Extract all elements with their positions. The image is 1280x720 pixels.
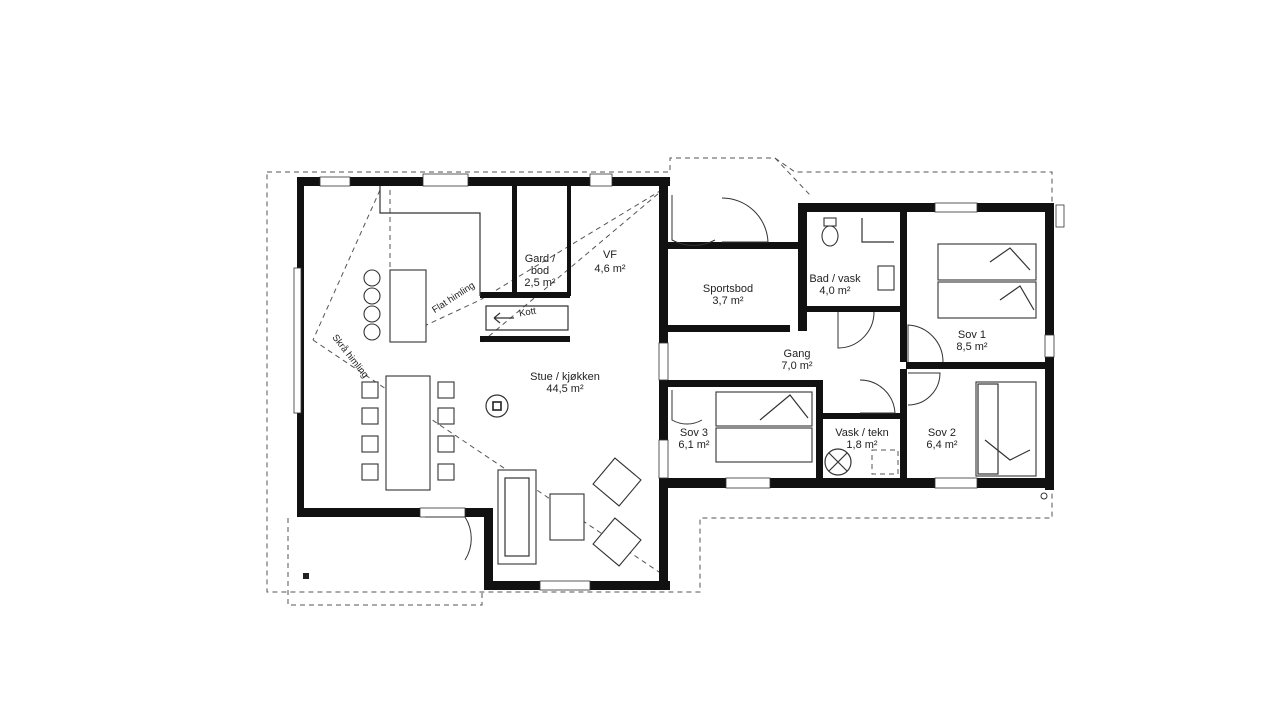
corner-marker xyxy=(303,573,309,579)
room-name-stue: Stue / kjøkken xyxy=(530,371,600,383)
room-name-gang: Gang xyxy=(784,348,811,360)
downpipe-marker xyxy=(1040,492,1048,500)
kitchen-furniture xyxy=(363,186,481,343)
room-area-sov2: 6,4 m² xyxy=(926,439,958,451)
lounge-furniture xyxy=(497,457,642,567)
room-name-sov2: Sov 2 xyxy=(928,427,956,439)
doors xyxy=(425,195,944,561)
walls xyxy=(297,177,1054,590)
room-area-stue: 44,5 m² xyxy=(546,383,584,395)
flat-ceiling-note: Flat himling xyxy=(430,280,477,316)
closet-arrow xyxy=(485,305,569,331)
room-name-bad: Bad / vask xyxy=(809,273,861,285)
roof-outline xyxy=(266,157,1053,606)
closet-note: Kott xyxy=(518,306,537,320)
room-area-bad: 4,0 m² xyxy=(819,285,851,297)
room-name-sov3: Sov 3 xyxy=(680,427,708,439)
sloped-ceiling-note: Skrå himling xyxy=(330,332,371,380)
room-area-gard: 2,5 m² xyxy=(524,277,556,289)
room-labels: Gard / bod 2,5 m² VF 4,6 m² Sportsbod 3,… xyxy=(524,249,988,451)
room-name-gard: Gard / xyxy=(525,253,557,265)
room-name-gard-2: bod xyxy=(531,265,549,277)
room-area-vasktekn: 1,8 m² xyxy=(846,439,878,451)
room-area-vf: 4,6 m² xyxy=(594,263,626,275)
room-area-gang: 7,0 m² xyxy=(781,360,813,372)
room-area-sov1: 8,5 m² xyxy=(956,341,988,353)
washer-icon xyxy=(824,448,899,476)
dining-set xyxy=(361,375,455,491)
windows xyxy=(293,173,1065,591)
stove-icon xyxy=(485,394,509,418)
room-area-sov3: 6,1 m² xyxy=(678,439,710,451)
room-name-vasktekn: Vask / tekn xyxy=(835,427,889,439)
room-name-sov1: Sov 1 xyxy=(958,329,986,341)
room-name-sportsbod: Sportsbod xyxy=(703,283,753,295)
room-area-sportsbod: 3,7 m² xyxy=(712,295,744,307)
beds xyxy=(715,243,1037,477)
bathroom-fixtures xyxy=(821,217,895,291)
room-name-vf: VF xyxy=(603,249,617,261)
